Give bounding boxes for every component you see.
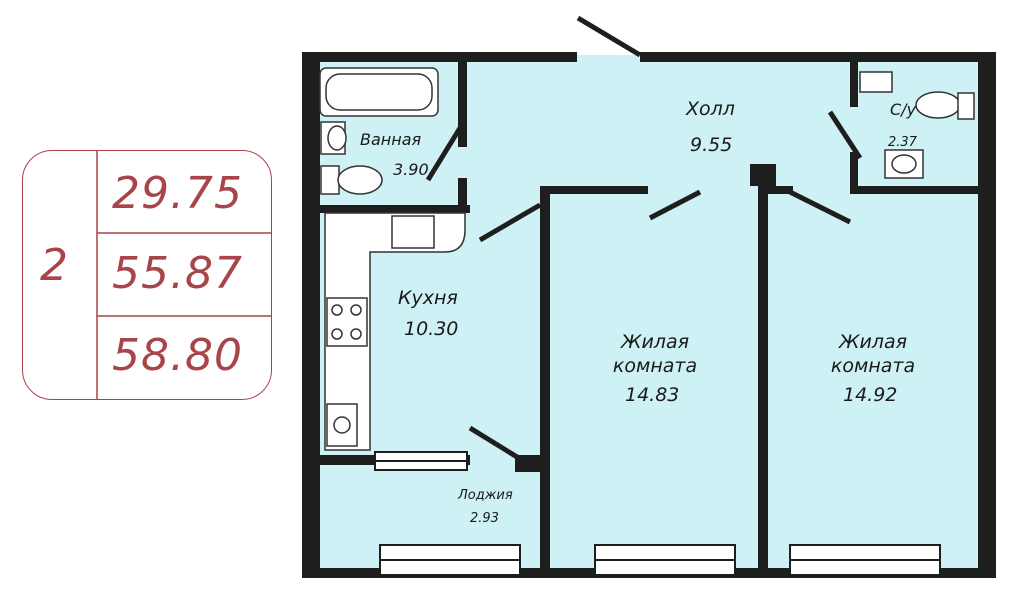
kitchen-area: 10.30: [404, 318, 459, 340]
living-room-2-area: 14.92: [843, 384, 898, 406]
bath-toilet-tank: [320, 165, 340, 195]
doors: [425, 15, 863, 463]
stove: [326, 297, 368, 347]
wc-shelf: [859, 71, 893, 93]
bathroom-area: 3.90: [393, 160, 429, 179]
hall-name: Холл: [686, 98, 735, 120]
fixtures: [319, 67, 975, 451]
wc-toilet-tank: [957, 92, 975, 120]
kitchen-name: Кухня: [398, 287, 458, 309]
bathtub-inner: [325, 73, 433, 111]
washing-machine: [326, 403, 358, 447]
hall-area: 9.55: [690, 134, 733, 156]
wc-name: С/у: [890, 100, 917, 119]
living-room-1-area: 14.83: [625, 384, 680, 406]
room-count: 2: [40, 240, 68, 291]
wc-area: 2.37: [888, 135, 917, 150]
total-area-with-loggia: 58.80: [112, 330, 243, 381]
kitchen-sink: [391, 215, 435, 249]
loggia-name: Лоджия: [458, 488, 513, 503]
total-area: 55.87: [112, 248, 243, 299]
wc-toilet: [915, 91, 961, 119]
summary-dividers: [95, 149, 272, 400]
windows: [374, 451, 941, 576]
living-area: 29.75: [112, 168, 243, 219]
living-room-2-name: Жилая комната: [830, 331, 916, 377]
bathroom-name: Ванная: [360, 130, 422, 149]
area-summary-box: [22, 149, 272, 400]
living-room-1-name: Жилая комната: [612, 331, 698, 377]
loggia-area: 2.93: [470, 511, 499, 526]
bath-toilet: [337, 165, 383, 195]
